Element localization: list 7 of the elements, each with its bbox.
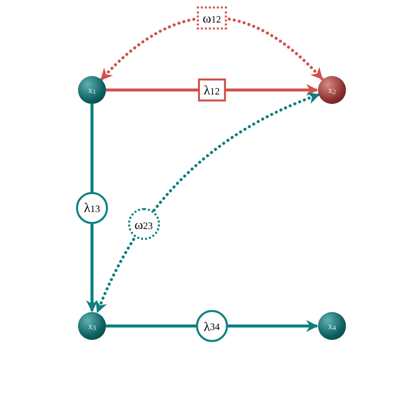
node-label: x$_{1}$ <box>88 86 96 94</box>
dotted-arrow <box>96 92 320 314</box>
arrow <box>106 84 318 96</box>
node-label: x$_{3}$ <box>88 322 96 330</box>
dotted-arrow <box>100 16 324 82</box>
node-label: x$_{2}$ <box>328 86 336 94</box>
node-label: x$_{4}$ <box>328 322 336 330</box>
